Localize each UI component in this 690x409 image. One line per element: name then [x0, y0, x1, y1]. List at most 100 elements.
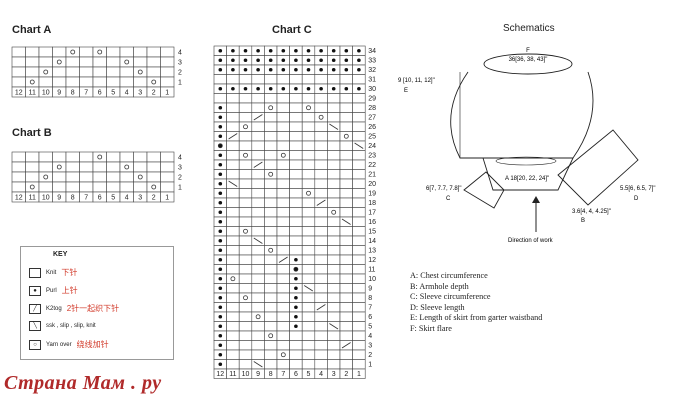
purl-icon	[218, 267, 223, 272]
row-number: 23	[368, 153, 376, 160]
chart-cell	[314, 273, 328, 284]
chart-cell	[327, 140, 341, 151]
skirt-outline	[450, 71, 594, 159]
key-label-cn: 绕线加针	[76, 340, 109, 349]
chart-cell	[264, 283, 278, 294]
chart-cell	[352, 292, 366, 303]
chart-cell	[314, 254, 328, 265]
yarn-over-icon	[306, 105, 311, 111]
chart-cell	[314, 159, 328, 170]
k2tog-icon	[316, 199, 326, 206]
col-number: 1	[165, 90, 169, 97]
chart-cell	[264, 131, 278, 142]
chart-cell	[79, 76, 94, 88]
chart-cell	[264, 159, 278, 170]
col-number: 8	[71, 195, 75, 202]
row-number: 6	[368, 314, 372, 321]
chart-cell	[119, 171, 134, 183]
chart-cell	[264, 359, 278, 370]
chart-cell	[339, 207, 353, 218]
chart-cell	[11, 161, 26, 173]
chart-cell	[352, 188, 366, 199]
chart-cell	[327, 112, 341, 123]
chart-cell	[38, 161, 53, 173]
purl-icon	[294, 324, 298, 329]
chart-cell	[251, 169, 265, 180]
chart-cell	[160, 56, 175, 68]
chart-cell	[276, 283, 290, 294]
chart-cell	[301, 178, 316, 189]
chart-cell	[289, 150, 303, 161]
purl-icon	[218, 58, 223, 63]
chart-cell	[251, 216, 265, 227]
chart-cell	[251, 207, 265, 218]
chart-cell	[301, 349, 316, 360]
chart-cell	[65, 56, 80, 68]
chart-cell	[226, 330, 240, 341]
key-label: ssk , slip , slip, knit	[46, 323, 96, 329]
chart-cell	[264, 264, 278, 275]
purl-icon	[294, 257, 298, 262]
chart-cell	[327, 216, 341, 227]
chart-cell	[276, 340, 290, 351]
blank-icon	[29, 267, 41, 278]
col-number: 5	[307, 371, 311, 378]
purl-icon	[344, 67, 349, 72]
e-label: E	[404, 88, 408, 94]
chart-cell	[119, 151, 134, 163]
chart-cell	[133, 66, 148, 78]
purl-icon	[256, 86, 260, 91]
col-number: 5	[111, 90, 115, 97]
chart-cell	[160, 161, 175, 173]
chart-cell	[314, 311, 328, 322]
chart-cell	[327, 302, 341, 313]
chart-cell	[352, 74, 366, 85]
chart-cell	[352, 93, 366, 104]
row-number: 8	[368, 295, 372, 302]
row-number: 9	[368, 286, 372, 293]
skirt-top-ellipse	[483, 53, 573, 75]
chart-cell	[327, 178, 341, 189]
purl-icon	[294, 295, 298, 300]
chart-cell	[25, 151, 40, 163]
chart-cell	[52, 151, 67, 163]
chart-cell	[251, 226, 265, 237]
chart-cell	[251, 150, 265, 161]
chart-cell	[251, 197, 265, 208]
chart-cell	[276, 121, 290, 132]
purl-icon	[294, 86, 298, 91]
row-number: 21	[368, 172, 376, 179]
purl-icon	[218, 134, 223, 139]
chart-cell	[327, 150, 341, 161]
chart-cell	[339, 359, 353, 370]
d-label: D	[634, 196, 639, 202]
chart-cell	[352, 321, 366, 332]
measurement-legend: A: Chest circumference B: Armhole depth …	[410, 271, 542, 335]
chart-cell	[133, 56, 148, 68]
chart-cell	[119, 66, 134, 78]
chart-cell	[314, 216, 328, 227]
chart-cell	[264, 292, 278, 303]
k2tog-icon	[253, 114, 263, 121]
chart-cell	[276, 359, 290, 370]
chart-cell	[52, 171, 67, 183]
col-number: 12	[216, 371, 224, 378]
col-number: 2	[152, 195, 156, 202]
chart-cell	[238, 216, 253, 227]
purl-icon	[331, 67, 336, 72]
chart-cell	[276, 74, 290, 85]
col-number: 8	[71, 90, 75, 97]
col-number: 6	[98, 195, 102, 202]
chart-cell	[264, 254, 278, 265]
f-label: F	[526, 48, 530, 54]
chart-cell	[160, 66, 175, 78]
chart-cell	[38, 56, 53, 68]
chart-cell	[264, 188, 278, 199]
purl-icon	[294, 276, 298, 281]
row-number: 28	[368, 105, 376, 112]
chart-cell	[52, 76, 67, 88]
chart-cell	[238, 264, 253, 275]
chart-cell	[289, 245, 303, 256]
chart-cell	[160, 46, 175, 58]
